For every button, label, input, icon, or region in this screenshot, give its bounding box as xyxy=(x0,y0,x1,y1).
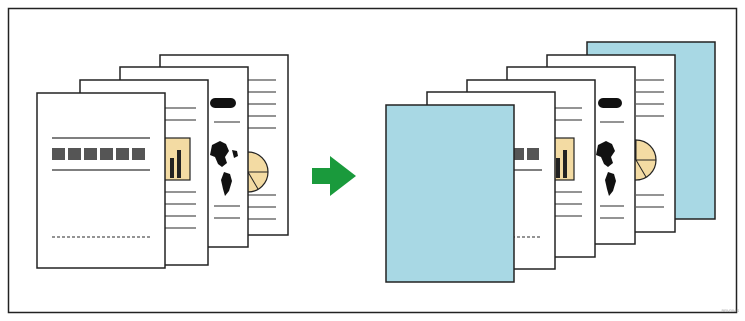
figure-code: BRV004S xyxy=(722,308,740,313)
bar-chart-icon xyxy=(164,138,190,180)
page-text xyxy=(37,93,165,268)
front-cover xyxy=(386,105,514,282)
